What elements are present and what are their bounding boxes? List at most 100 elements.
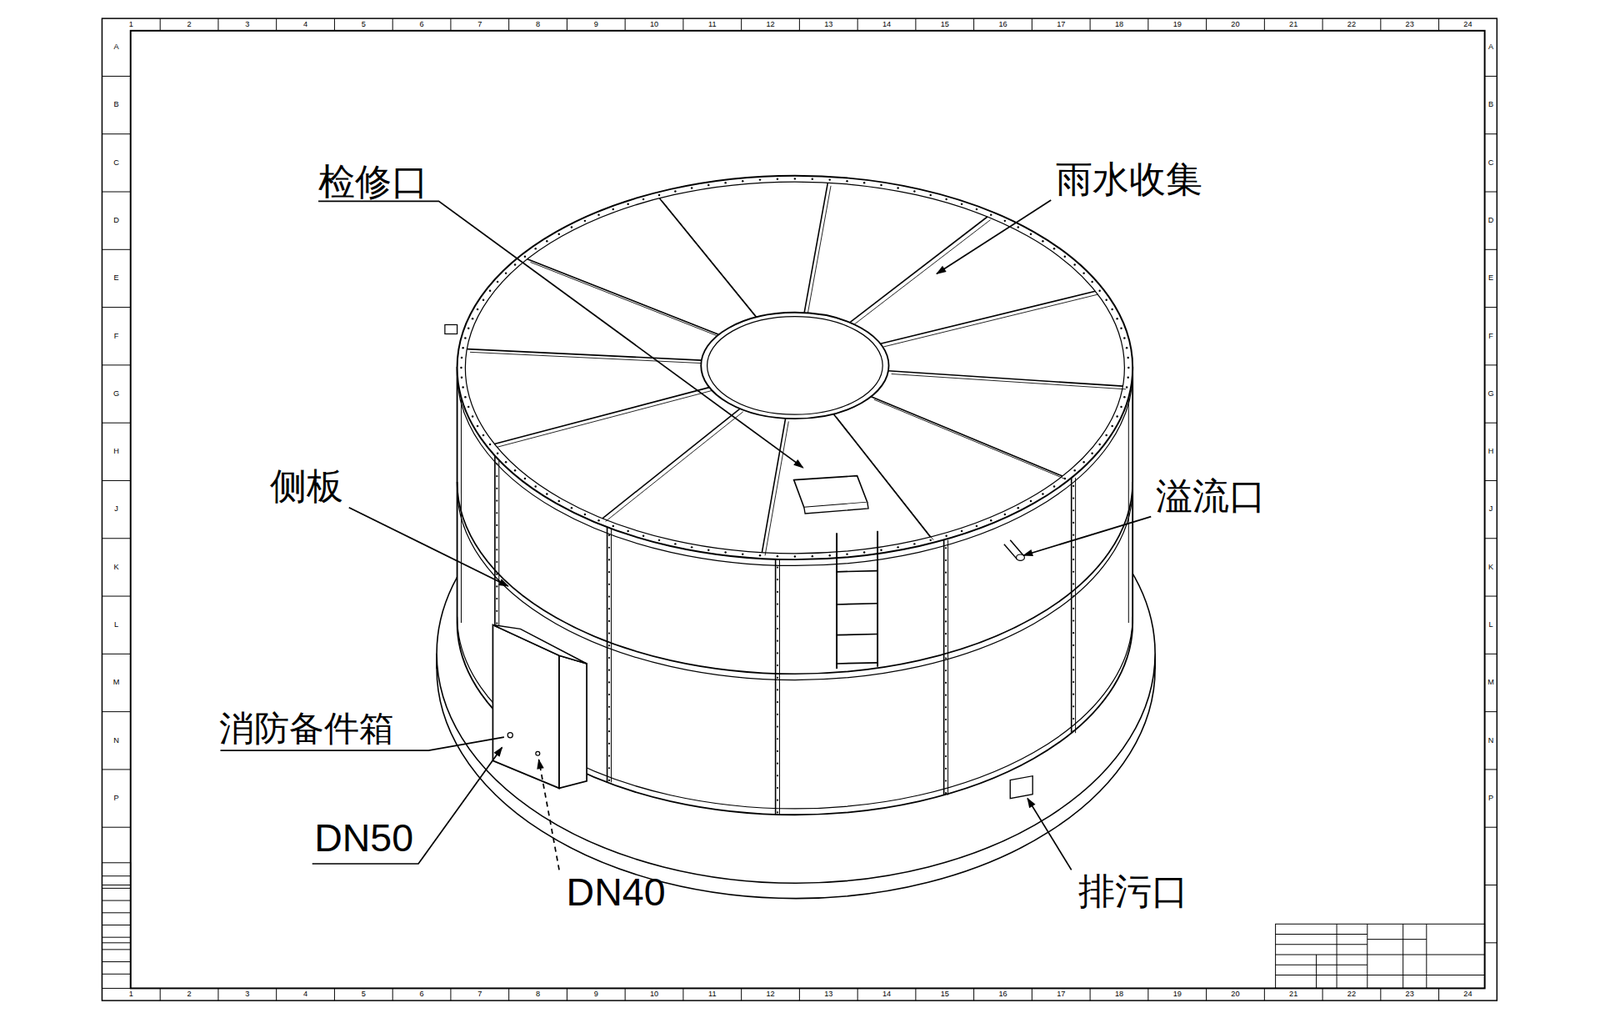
grid-tick <box>857 18 859 31</box>
roof-spoke <box>466 349 701 360</box>
grid-tick <box>1485 710 1498 712</box>
grid-tick <box>275 18 277 31</box>
grid-tick <box>973 987 975 1000</box>
grid-tick <box>101 941 130 943</box>
bolt <box>524 255 526 258</box>
grid-number: 11 <box>708 20 717 29</box>
grid-number: 1 <box>129 20 134 29</box>
bolt <box>597 213 600 215</box>
bolt <box>829 554 831 556</box>
grid-tick <box>1031 18 1033 31</box>
grid-tick <box>1264 987 1265 1000</box>
roof-spoke <box>870 396 1063 476</box>
bolt <box>776 799 779 801</box>
bolt <box>608 766 610 769</box>
grid-tick <box>1485 191 1498 193</box>
bolt <box>658 539 660 541</box>
bolt <box>1064 255 1066 258</box>
bolt <box>945 645 947 647</box>
bolt <box>690 186 693 189</box>
bolt <box>776 737 779 740</box>
panel-seam <box>610 526 612 782</box>
roof-spoke <box>497 390 713 447</box>
pipe-port <box>535 750 540 755</box>
bolt <box>759 554 761 556</box>
roof-rim <box>457 175 1134 560</box>
bolt <box>1115 415 1118 417</box>
grid-tick <box>973 18 975 31</box>
grid-tick <box>217 987 219 1000</box>
grid-number: 16 <box>998 990 1007 998</box>
bolt <box>1072 521 1075 524</box>
bolt <box>776 762 779 765</box>
pipe-size-label: DN40 <box>566 872 666 912</box>
bolt <box>1120 405 1122 408</box>
bolt <box>776 565 779 568</box>
bolt <box>1127 356 1130 359</box>
drain-outlet <box>1010 775 1033 799</box>
callout-label: 消防备件箱 <box>219 710 395 746</box>
grid-tick <box>1090 18 1091 31</box>
bolt <box>642 535 645 537</box>
bolt <box>724 550 726 553</box>
bolt <box>495 536 498 539</box>
bolt <box>495 548 498 550</box>
bolt <box>495 573 498 575</box>
bolt <box>1053 247 1055 250</box>
grid-tick <box>101 768 130 770</box>
grid-number: 14 <box>882 990 891 998</box>
bolt <box>505 460 507 463</box>
pipe-stub <box>445 324 458 334</box>
grid-tick <box>392 987 394 1000</box>
bolt <box>608 558 610 560</box>
grid-letter: E <box>1488 274 1494 282</box>
grid-number: 8 <box>535 20 540 29</box>
bolt <box>482 299 485 301</box>
grid-letter: A <box>114 43 120 51</box>
bolt <box>945 535 947 537</box>
grid-number: 23 <box>1405 20 1415 29</box>
grid-number: 18 <box>1115 990 1124 998</box>
callout-label: 检修口 <box>318 163 429 200</box>
bolt <box>608 644 610 646</box>
bolt <box>945 620 947 622</box>
roof-spoke <box>659 198 756 318</box>
bolt <box>1110 425 1113 427</box>
bolt <box>658 194 660 196</box>
grid-tick <box>508 987 510 1000</box>
bolt <box>495 560 498 563</box>
bolt <box>776 750 779 752</box>
bolt <box>1110 308 1113 310</box>
grid-tick <box>1380 18 1381 31</box>
grid-tick <box>1205 987 1207 1000</box>
grid-tick <box>566 18 568 31</box>
bolt <box>975 208 978 210</box>
bolt <box>608 705 610 708</box>
roof-spoke <box>850 216 988 323</box>
bolt <box>674 190 676 192</box>
bolt <box>570 506 573 509</box>
grid-number: 3 <box>245 20 250 29</box>
bolt <box>524 477 526 480</box>
bolt <box>896 186 899 189</box>
bolt <box>471 317 474 320</box>
grid-tick <box>1485 75 1498 77</box>
bolt <box>690 545 693 548</box>
grid-letter: G <box>1487 390 1494 398</box>
grid-tick <box>101 653 130 655</box>
ladder-rung <box>836 570 878 572</box>
bolt <box>608 742 610 745</box>
bolt <box>945 571 947 574</box>
grid-number: 1 <box>129 990 134 998</box>
bolt <box>945 632 947 635</box>
bolt <box>945 718 947 720</box>
grid-letter: E <box>114 274 120 282</box>
bolt <box>558 500 560 502</box>
bolt <box>608 632 610 635</box>
grid-letter: H <box>113 447 120 455</box>
grid-number: 16 <box>998 20 1007 29</box>
bolt <box>545 240 548 242</box>
bolt <box>608 595 610 597</box>
bolt <box>608 669 610 671</box>
